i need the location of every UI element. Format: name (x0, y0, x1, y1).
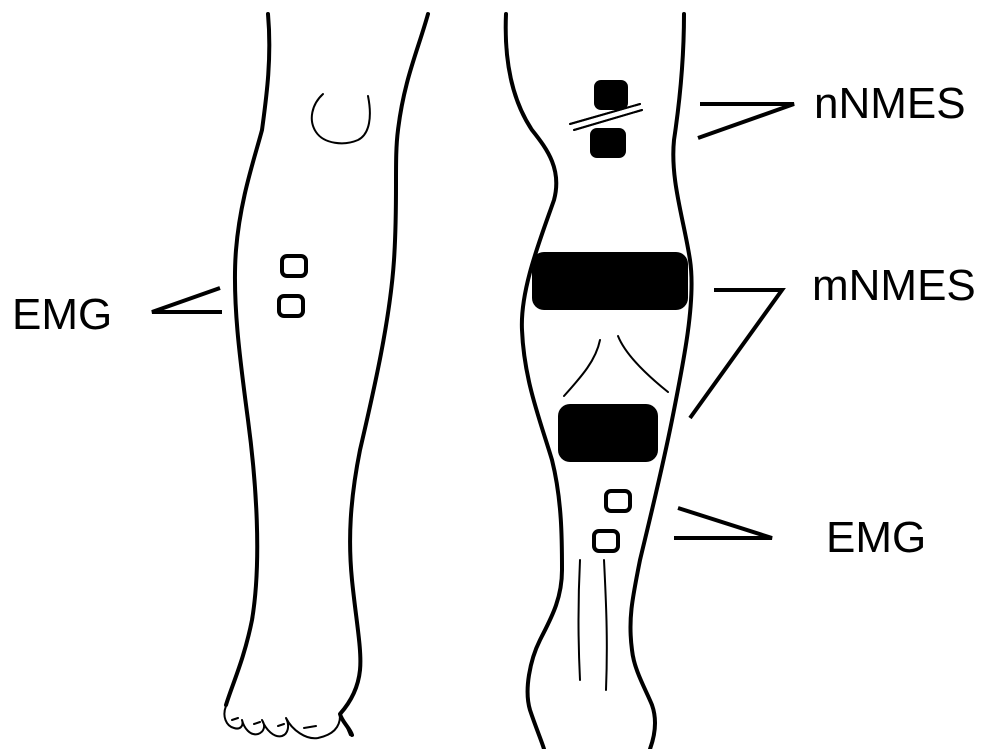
left-leg-inner-contour (340, 14, 428, 735)
mnmes-pad-upper (532, 252, 688, 310)
achilles-line-2 (604, 560, 607, 690)
emg-electrode-left-upper (282, 256, 306, 276)
label-nnmes: nNMES (814, 79, 966, 128)
leader-emg-right (674, 508, 772, 538)
achilles-line-1 (579, 560, 581, 680)
left-toes (224, 706, 350, 738)
label-emg-left: EMG (12, 290, 112, 339)
right-leg (506, 14, 692, 749)
left-leg (224, 14, 428, 738)
leader-mnmes (690, 290, 782, 418)
mnmes-pad-lower (558, 404, 658, 462)
leader-nnmes (698, 104, 794, 138)
leader-emg-left (152, 288, 222, 312)
calf-muscle-line-right (618, 336, 668, 392)
nnmes-pad-lower (590, 128, 626, 158)
calf-muscle-line-left (564, 340, 600, 396)
right-leg-outer-contour (506, 14, 562, 749)
emg-electrode-right-upper (606, 491, 630, 511)
emg-electrode-right-lower (594, 531, 618, 551)
label-mnmes: mNMES (812, 261, 976, 310)
emg-electrode-left-lower (279, 296, 303, 316)
right-leg-inner-contour (630, 14, 691, 749)
left-kneecap (312, 94, 370, 143)
nnmes-pad-upper (594, 80, 628, 110)
left-leg-outer-contour (226, 14, 269, 705)
label-emg-right: EMG (826, 513, 926, 562)
